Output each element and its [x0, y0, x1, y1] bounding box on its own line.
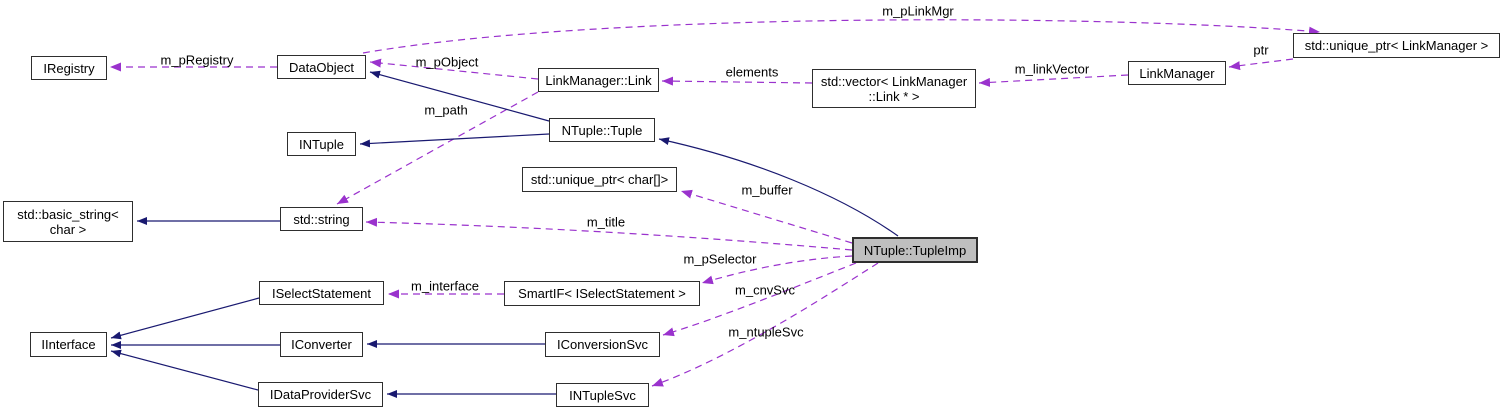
node-label: LinkManager::Link: [545, 72, 652, 88]
node-label: std::string: [293, 211, 350, 227]
node-linkmanager-link[interactable]: LinkManager::Link: [538, 68, 659, 92]
edge-m_path: [336, 91, 539, 205]
node-dataobject[interactable]: DataObject: [277, 55, 366, 79]
node-iselectstatement[interactable]: ISelectStatement: [259, 281, 384, 305]
edge-inherit-idataprovidersvc-from-iinterface: [110, 349, 259, 391]
node-intuplesvc[interactable]: INTupleSvc: [556, 383, 649, 407]
node-ntuple-tuple[interactable]: NTuple::Tuple: [549, 118, 655, 142]
edge-elements: [661, 76, 813, 86]
node-label: std::unique_ptr< char[]>: [530, 172, 669, 187]
node-label: std::unique_ptr< LinkManager >: [1304, 38, 1489, 53]
node-iconverter[interactable]: IConverter: [280, 332, 363, 357]
node-label: LinkManager: [1139, 65, 1215, 81]
node-ntuple-tupleimp: NTuple::TupleImp: [852, 237, 978, 263]
edge-ptr: [1228, 58, 1294, 71]
node-label: NTuple::Tuple: [561, 122, 643, 138]
node-label: ISelectStatement: [272, 285, 371, 301]
edge-m_pSelector: [701, 255, 853, 285]
node-label: INTuple: [298, 136, 345, 152]
node-label: IInterface: [41, 337, 96, 352]
edge-m_pObject: [369, 58, 539, 80]
node-unique-ptr-char-array[interactable]: std::unique_ptr< char[]>: [522, 167, 677, 192]
edge-m_cnvSvc: [662, 262, 857, 337]
node-linkmanager[interactable]: LinkManager: [1128, 61, 1226, 85]
node-label: IConversionSvc: [556, 337, 649, 352]
edge-inherit-tupleimp-from-tuple: [658, 137, 899, 237]
edge-m_ntupleSvc: [651, 262, 879, 387]
node-label: SmartIF< ISelectStatement >: [518, 286, 686, 301]
node-std-basic-string[interactable]: std::basic_string<char >: [3, 201, 133, 242]
edge-inherit-tuple-from-intuple: [359, 133, 550, 148]
node-label: NTuple::TupleImp: [863, 242, 967, 258]
node-label: ::Link * >: [868, 88, 920, 104]
edge-m_title: [365, 217, 853, 251]
edge-inherit-tuple-from-dataobject: [369, 70, 550, 122]
node-label: DataObject: [288, 59, 355, 75]
edge-m_linkVector: [978, 74, 1129, 87]
node-std-string[interactable]: std::string: [280, 207, 363, 231]
node-label: IConverter: [291, 337, 352, 352]
node-intuple[interactable]: INTuple: [287, 132, 356, 156]
node-idataprovidersvc[interactable]: IDataProviderSvc: [258, 382, 383, 407]
node-unique-ptr-linkmanager[interactable]: std::unique_ptr< LinkManager >: [1293, 33, 1500, 58]
node-vector-linkmanager-link[interactable]: std::vector< LinkManager::Link * >: [812, 69, 976, 108]
node-label: INTupleSvc: [569, 387, 636, 403]
node-label: std::vector< LinkManager: [820, 73, 968, 89]
node-iinterface[interactable]: IInterface: [30, 332, 107, 357]
node-label: std::basic_string<: [17, 206, 119, 222]
node-iconversionsvc[interactable]: IConversionSvc: [545, 332, 660, 357]
node-smartif-iselectstatement[interactable]: SmartIF< ISelectStatement >: [504, 281, 700, 306]
node-label: IDataProviderSvc: [269, 387, 372, 402]
edge-inherit-iselectstatement-from-iinterface: [110, 297, 260, 340]
edge-m_buffer: [680, 189, 853, 244]
node-label: IRegistry: [43, 60, 95, 76]
node-iregistry[interactable]: IRegistry: [31, 56, 107, 80]
node-label: char >: [49, 221, 87, 237]
edge-m_pLinkMgr: [362, 19, 1321, 54]
